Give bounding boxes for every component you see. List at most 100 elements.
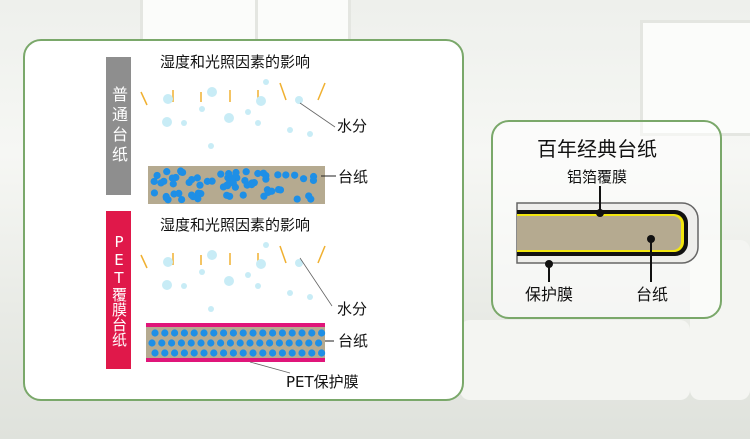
sealed-water-dot [151, 349, 159, 357]
absorbed-water-dot [194, 195, 202, 203]
background-window [255, 0, 351, 46]
moisture-drop [256, 259, 266, 269]
sealed-water-dot [246, 339, 254, 347]
normal-side-text: 普通台纸 [109, 86, 128, 166]
classic-paper-label: 台纸 [636, 285, 669, 304]
absorbed-water-dot [274, 171, 282, 179]
absorbed-water-dot [169, 180, 177, 188]
sealed-water-dot [171, 329, 179, 337]
sealed-water-dot [305, 339, 313, 347]
sealed-water-dot [229, 329, 237, 337]
sealed-water-dot [295, 339, 303, 347]
absorbed-water-dot [274, 185, 283, 194]
moisture-drop [199, 269, 205, 275]
sealed-water-dot [210, 349, 218, 357]
moisture-leader [299, 102, 336, 128]
absorbed-water-dot [194, 189, 203, 197]
absorbed-water-dot [299, 175, 308, 183]
sealed-water-dot [249, 329, 257, 337]
absorbed-water-dot [170, 190, 178, 198]
sealed-water-dot [187, 339, 195, 347]
sealed-water-dot [308, 329, 316, 337]
moisture-drop [207, 87, 217, 97]
sealed-water-dot [256, 339, 264, 347]
absorbed-water-dot [262, 175, 270, 183]
pet-paper-side-label: PET覆膜台纸 [106, 211, 131, 369]
absorbed-water-dot [225, 170, 233, 178]
moisture-drop [295, 96, 303, 104]
sealed-water-dot [190, 329, 198, 337]
paper-pointer-dot [647, 235, 655, 243]
sealed-water-dot [285, 339, 293, 347]
sealed-water-dot [298, 329, 306, 337]
sealed-water-dot [177, 339, 185, 347]
sealed-water-dot [161, 349, 169, 357]
absorbed-water-dot [248, 181, 256, 189]
sealed-water-dot [259, 349, 267, 357]
absorbed-water-dot [150, 189, 159, 197]
moisture-drop [208, 306, 214, 312]
moisture-drop [287, 127, 293, 133]
normal-paper-side-label: 普通台纸 [106, 57, 131, 195]
sealed-water-dot [266, 339, 274, 347]
absorbed-water-dot [188, 191, 196, 199]
light-ray [140, 254, 148, 269]
absorbed-water-dot [254, 169, 262, 178]
sealed-water-dot [197, 339, 205, 347]
sealed-water-dot [269, 329, 277, 337]
sealed-water-dot [151, 329, 159, 337]
moisture-drop [256, 96, 266, 106]
film-leader [249, 361, 291, 374]
sealed-water-dot [308, 349, 316, 357]
moisture-drop [255, 120, 261, 126]
absorbed-water-dot [229, 179, 237, 187]
moisture-drop [295, 259, 303, 267]
sealed-water-dot [161, 329, 169, 337]
moisture-drop [287, 290, 293, 296]
moisture-drop [199, 106, 205, 112]
absorbed-water-dot [293, 195, 301, 203]
moisture-drop [181, 283, 187, 289]
classic-title: 百年经典台纸 [537, 137, 657, 161]
protect-pointer-dot [545, 260, 553, 268]
absorbed-water-dot [232, 168, 240, 177]
classic-paper-core [517, 216, 681, 250]
sealed-water-dot [180, 329, 188, 337]
sealed-water-dot [207, 339, 215, 347]
absorbed-water-dot [282, 171, 290, 179]
sealed-water-dot [229, 349, 237, 357]
absorbed-water-dot [150, 177, 158, 186]
moisture-drop [224, 113, 234, 123]
sealed-water-dot [168, 339, 176, 347]
absorbed-water-dot [163, 168, 171, 176]
sealed-water-dot [318, 349, 326, 357]
foil-pointer-dot [596, 209, 604, 217]
moisture-drop [162, 117, 172, 127]
sealed-water-dot [217, 339, 225, 347]
foil-label: 铝箔覆膜 [567, 168, 628, 186]
sealed-water-dot [275, 339, 283, 347]
moisture-drop [224, 276, 234, 286]
background-window [640, 20, 750, 136]
pet-title: 湿度和光照因素的影响 [160, 216, 311, 234]
sealed-water-dot [239, 349, 247, 357]
pet-side-text: PET覆膜台纸 [110, 233, 128, 347]
normal-paper-label: 台纸 [338, 168, 369, 186]
pet-moisture-label: 水分 [337, 300, 368, 318]
sealed-water-dot [288, 329, 296, 337]
sealed-water-dot [200, 329, 208, 337]
moisture-drop [245, 272, 251, 278]
light-ray [317, 82, 326, 101]
sealed-water-dot [288, 349, 296, 357]
absorbed-water-dot [260, 192, 268, 200]
protect-label: 保护膜 [525, 285, 574, 304]
sealed-water-dot [220, 349, 228, 357]
normal-moisture-label: 水分 [337, 117, 368, 135]
moisture-drop [207, 250, 217, 260]
light-ray [140, 91, 148, 106]
moisture-drop [208, 143, 214, 149]
sealed-water-dot [220, 329, 228, 337]
light-ray [279, 245, 287, 264]
moisture-leader [299, 257, 333, 307]
